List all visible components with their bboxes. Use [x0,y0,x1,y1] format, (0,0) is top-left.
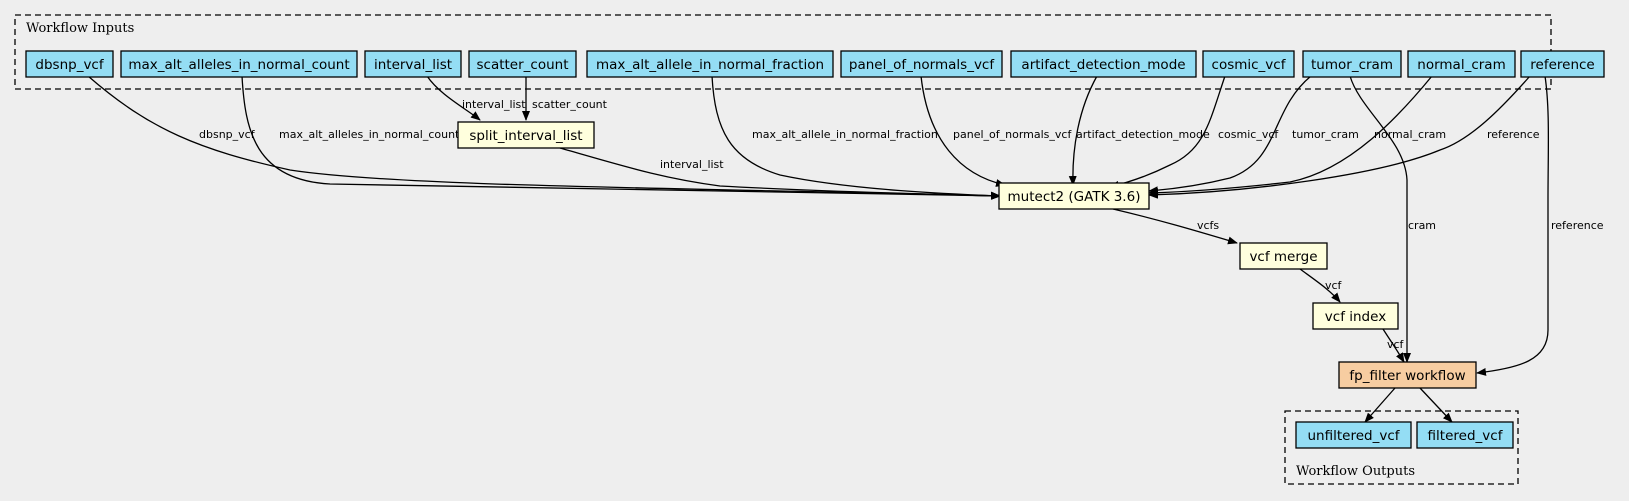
edges: interval_list scatter_count dbsnp_vcf ma… [87,75,1604,423]
step-node-mutect2[interactable] [998,182,1150,210]
step-node-fp-filter-workflow[interactable] [1338,361,1477,389]
output-node-filtered-vcf[interactable] [1416,421,1514,449]
output-node-unfiltered-vcf[interactable] [1295,421,1412,449]
edge-label-artifact: artifact_detection_mode [1076,128,1210,141]
workflow-inputs-label: Workflow Inputs [26,21,134,36]
step-node-vcf-merge[interactable] [1239,242,1328,270]
edge-normal-to-mutect [1148,75,1433,197]
input-label-interval-list: interval_list [374,57,452,73]
edge-pon-to-mutect [920,75,1006,187]
input-label-artifact-detection-mode: artifact_detection_mode [1021,57,1185,73]
edge-label-normal: normal_cram [1374,128,1446,141]
input-label-normal-cram: normal_cram [1417,57,1505,73]
step-label-vcf-merge: vcf merge [1249,249,1317,265]
input-label-cosmic-vcf: cosmic_vcf [1212,57,1287,73]
step-node-vcf-index[interactable] [1312,302,1399,330]
input-label-max-alt-alleles-in-normal-count: max_alt_alleles_in_normal_count [128,57,349,73]
input-label-max-alt-allele-in-normal-fraction: max_alt_allele_in_normal_fraction [596,57,824,73]
step-node-split-interval-list[interactable] [457,121,595,149]
input-node-interval-list[interactable] [364,50,462,78]
edge-label-merge-vcf: vcf [1325,279,1343,292]
input-node-reference[interactable] [1520,50,1605,78]
edge-label-tumor: tumor_cram [1292,128,1359,141]
edge-max-count-to-mutect [241,75,1001,200]
input-node-scatter-count[interactable] [468,50,577,78]
input-node-tumor-cram[interactable] [1302,50,1402,78]
workflow-outputs-label: Workflow Outputs [1296,464,1415,479]
step-label-split-interval-list: split_interval_list [469,128,582,144]
edge-split-to-mutect [559,147,1001,200]
step-label-fp-filter-workflow: fp_filter workflow [1349,368,1465,384]
workflow-outputs-cluster [1284,410,1519,485]
step-nodes: split_interval_list mutect2 (GATK 3.6) v… [457,121,1477,389]
edge-label-reference: reference [1487,128,1540,141]
edge-max-fraction-to-mutect [711,75,1001,200]
input-node-panel-of-normals-vcf[interactable] [840,50,1003,78]
edge-label-max-fraction: max_alt_allele_in_normal_fraction [752,128,938,141]
edge-mutect-to-merge [1112,208,1238,245]
edge-index-to-filter [1382,328,1405,363]
input-label-panel-of-normals-vcf: panel_of_normals_vcf [849,57,995,73]
input-node-normal-cram[interactable] [1407,50,1516,78]
edge-dbsnp-to-mutect [87,75,1001,200]
input-label-scatter-count: scatter_count [476,57,568,73]
edge-label-vcfs: vcfs [1197,219,1219,232]
edge-label-dbsnp-vcf: dbsnp_vcf [199,128,256,141]
input-nodes: dbsnp_vcf max_alt_alleles_in_normal_coun… [25,50,1605,78]
edge-label-reference-filter: reference [1551,219,1604,232]
edge-tumor-to-mutect [1148,75,1312,195]
edge-tumor-to-filter [1349,75,1411,363]
edge-label-cosmic: cosmic_vcf [1218,128,1279,141]
edge-label-index-vcf: vcf [1387,338,1405,351]
edge-reference-to-filter [1476,75,1550,376]
edge-label-scatter-count: scatter_count [532,98,608,111]
input-node-max-alt-allele-in-normal-fraction[interactable] [586,50,834,78]
edge-interval-list-to-split [426,75,481,121]
step-label-mutect2: mutect2 (GATK 3.6) [1008,189,1141,205]
edge-label-interval-list: interval_list [462,98,526,111]
step-label-vcf-index: vcf index [1325,309,1386,325]
input-label-reference: reference [1530,57,1594,73]
edge-label-cram: cram [1408,219,1436,232]
input-node-dbsnp-vcf[interactable] [25,50,114,78]
edge-filter-to-filtered [1419,387,1453,423]
input-node-max-alt-alleles-in-normal-count[interactable] [120,50,358,78]
edge-artifact-to-mutect [1068,75,1098,186]
edge-cosmic-to-mutect [1109,75,1226,189]
input-node-cosmic-vcf[interactable] [1202,50,1295,78]
edge-label-max-count: max_alt_alleles_in_normal_count [279,128,460,141]
output-label-unfiltered-vcf: unfiltered_vcf [1307,428,1400,444]
output-nodes: unfiltered_vcf filtered_vcf [1295,421,1514,449]
output-label-filtered-vcf: filtered_vcf [1428,428,1504,444]
input-label-dbsnp-vcf: dbsnp_vcf [35,57,104,73]
edge-merge-to-index [1299,268,1341,303]
input-label-tumor-cram: tumor_cram [1311,57,1393,73]
input-node-artifact-detection-mode[interactable] [1010,50,1197,78]
edge-label-split-interval-list: interval_list [660,158,724,171]
edge-label-pon: panel_of_normals_vcf [953,128,1072,141]
edge-reference-to-mutect [1148,75,1531,199]
edge-filter-to-unfiltered [1364,387,1396,423]
